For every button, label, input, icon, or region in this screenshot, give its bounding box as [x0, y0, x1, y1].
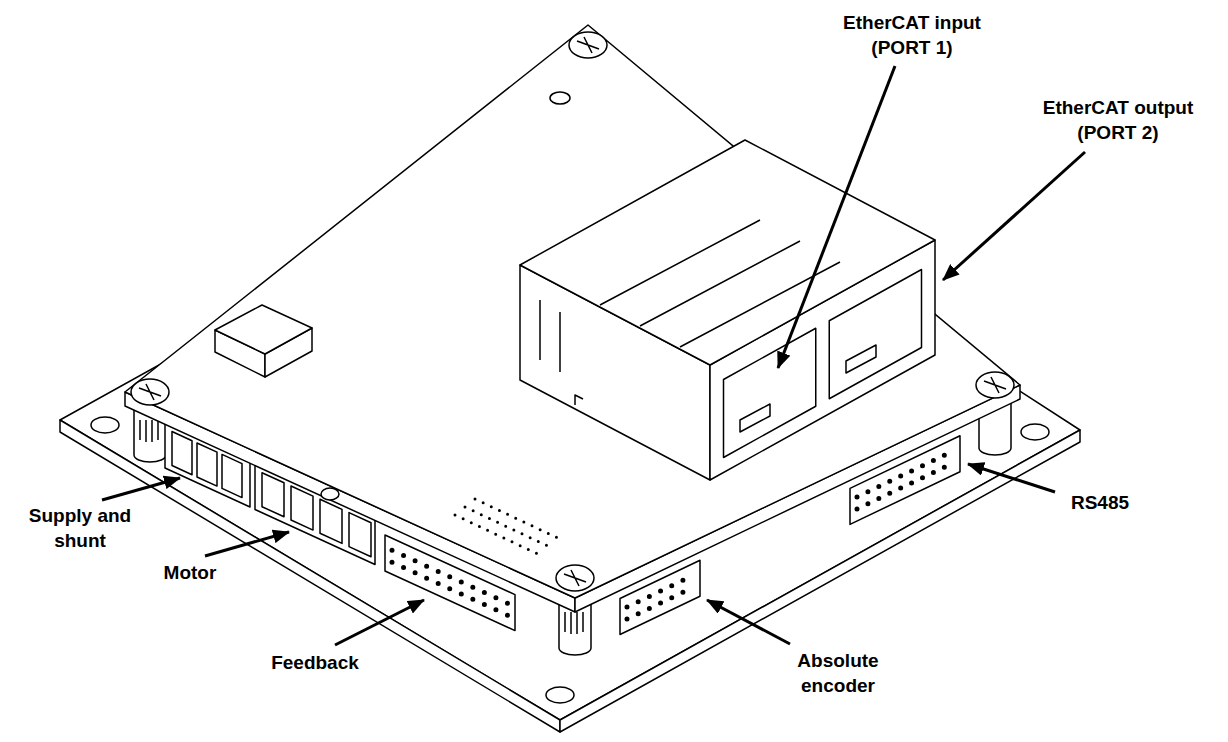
top-board: [321, 488, 339, 500]
motor-connector: [291, 486, 313, 530]
motor-connector: [320, 499, 342, 543]
rj45-jack: [724, 328, 816, 457]
callout-label: RS485: [1040, 490, 1160, 515]
component-cube: [215, 305, 312, 377]
top-board: [125, 25, 1020, 612]
leader-arrow: [968, 464, 1055, 492]
standoff: [140, 420, 158, 442]
callout-label: Supply and shunt: [13, 503, 148, 553]
leader-arrow: [778, 66, 895, 368]
supply-connector: [222, 454, 242, 497]
rj45-jack: [829, 270, 921, 399]
rj45-jack: [520, 140, 935, 480]
leader-arrow: [943, 152, 1085, 280]
top-board: [550, 92, 570, 104]
screw: [976, 372, 1014, 398]
callout-label: Motor: [130, 560, 250, 585]
standoff: [565, 612, 583, 634]
screw: [131, 32, 1014, 591]
callout-label: EtherCAT output (PORT 2): [1024, 95, 1212, 145]
screw: [131, 379, 169, 405]
motor-connector: [349, 513, 371, 557]
screw: [139, 384, 161, 400]
rj45-jack: [575, 395, 583, 405]
rj45-jack: [740, 345, 876, 432]
leader-arrow: [102, 478, 180, 500]
rj45-jack: [540, 300, 560, 372]
screw: [577, 37, 599, 53]
leader-arrow: [205, 532, 289, 556]
screw: [569, 32, 607, 58]
callout-label: EtherCAT input (PORT 1): [822, 10, 1002, 60]
base-plate: [91, 417, 119, 433]
screw: [556, 565, 594, 591]
base-plate: [546, 687, 574, 703]
component-cube: [215, 305, 312, 354]
base-plate: [1021, 424, 1049, 440]
board-illustration: [60, 25, 1080, 732]
callout-label: Feedback: [245, 650, 385, 675]
rj45-jack: [600, 220, 840, 347]
leader-arrow: [707, 600, 790, 644]
top-board: [475, 499, 560, 539]
supply-connector: [172, 432, 192, 475]
callout-label: Absolute encoder: [773, 648, 903, 698]
supply-connector: [197, 443, 217, 486]
leader-arrow: [102, 66, 1085, 645]
screw: [564, 570, 586, 586]
screw: [984, 377, 1006, 393]
absolute-encoder-header: [627, 587, 694, 619]
motor-connector: [262, 473, 284, 517]
top-board: [125, 25, 1020, 598]
leader-arrow: [335, 600, 424, 645]
